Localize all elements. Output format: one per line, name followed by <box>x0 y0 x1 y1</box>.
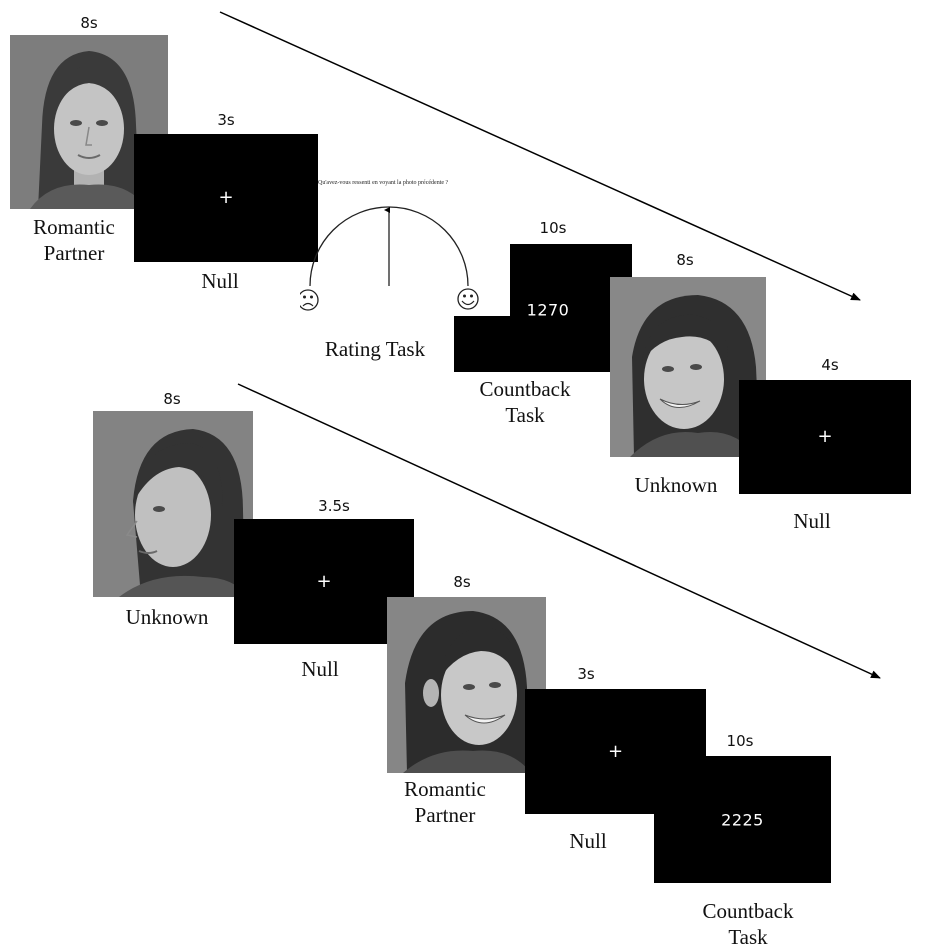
null4-label: Null <box>569 829 607 853</box>
null4-duration: 3s <box>577 665 595 683</box>
countback1-duration: 10s <box>539 219 567 237</box>
countback2-label: Countback Task <box>683 898 813 950</box>
romantic-partner-photo-frontal <box>10 35 168 209</box>
null1-duration: 3s <box>217 111 235 129</box>
photo2-label: Unknown <box>634 473 718 497</box>
sad-face-icon <box>300 289 319 311</box>
unknown-photo-profile <box>93 411 253 597</box>
fixation-cross: + <box>607 740 624 762</box>
rating-question: Qu'avez-vous ressenti en voyant la photo… <box>318 180 449 186</box>
null3-duration: 3.5s <box>318 497 350 515</box>
null2-duration: 4s <box>821 356 839 374</box>
fixation-cross: + <box>316 570 332 592</box>
countback2-duration: 10s <box>726 732 754 750</box>
countback1-label-line2: Task <box>505 403 545 427</box>
countback2-label-line1: Countback <box>702 899 794 923</box>
countback1-screen-front <box>454 316 632 372</box>
romantic-partner-photo-smiling <box>387 597 546 773</box>
rating-scale <box>300 206 479 311</box>
fixation-cross: + <box>218 187 234 209</box>
null3-screen: + <box>234 519 414 644</box>
countback2-screen: 2225 <box>654 756 831 883</box>
countback1-label: Countback Task <box>460 376 590 428</box>
null2-screen: + <box>739 380 911 494</box>
photo4-label-line2: Partner <box>414 803 476 827</box>
countback1-number-area: 1270 <box>510 290 586 330</box>
rating-task-label: Rating Task <box>324 337 426 361</box>
unknown-photo-smiling <box>610 277 766 457</box>
photo2-duration: 8s <box>676 251 694 269</box>
photo1-label: Romantic Partner <box>18 214 130 266</box>
photo4-label-line1: Romantic <box>404 777 486 801</box>
countback2-number: 2225 <box>721 810 764 829</box>
photo3-label: Unknown <box>125 605 209 629</box>
fixation-cross: + <box>817 426 833 448</box>
null2-label: Null <box>793 509 831 533</box>
photo1-label-line2: Partner <box>43 241 105 265</box>
countback1-label-line1: Countback <box>479 377 571 401</box>
photo1-label-line1: Romantic <box>33 215 115 239</box>
countback1-number: 1270 <box>526 300 570 320</box>
null1-label: Null <box>201 269 239 293</box>
smiley-face-icon <box>457 288 479 310</box>
photo1-duration: 8s <box>80 14 98 32</box>
photo4-duration: 8s <box>453 573 471 591</box>
null1-screen: + <box>134 134 318 262</box>
photo3-duration: 8s <box>163 390 181 408</box>
photo4-label: Romantic Partner <box>389 776 501 828</box>
countback2-label-line2: Task <box>728 925 768 949</box>
null3-label: Null <box>301 657 339 681</box>
